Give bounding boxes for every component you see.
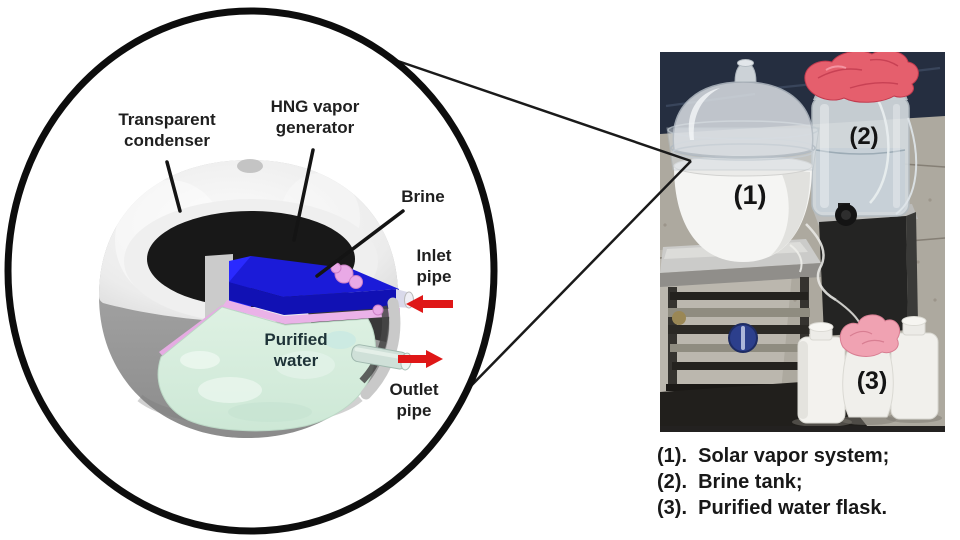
pink-connectors bbox=[330, 262, 384, 316]
label-purified-water: Purified water bbox=[264, 329, 327, 371]
flask-pink-cover bbox=[839, 314, 901, 357]
label-leader-lines bbox=[165, 148, 405, 278]
label-hng-vapor-generator: HNG vapor generator bbox=[271, 96, 360, 138]
brass-roller-end bbox=[672, 311, 686, 325]
legend-item-brine-tank: (2). Brine tank; bbox=[657, 471, 803, 493]
photo-marker-3: (3) bbox=[856, 367, 888, 395]
pink-cloth-cover bbox=[804, 52, 919, 103]
legend-item-purified-water-flask: (3). Purified water flask. bbox=[657, 497, 888, 519]
label-line: Transparent bbox=[118, 110, 216, 129]
label-line: condenser bbox=[124, 131, 210, 150]
label-line: Brine bbox=[401, 187, 445, 206]
label-line: Outlet bbox=[389, 380, 439, 399]
flow-arrows bbox=[398, 295, 453, 368]
purified-water-pool bbox=[157, 306, 376, 432]
hng-leader bbox=[292, 148, 315, 242]
label-outlet-pipe: Outlet pipe bbox=[389, 379, 438, 421]
label-line: Purified bbox=[264, 330, 328, 349]
purified-water-flask bbox=[839, 314, 901, 418]
brine-tank-jar bbox=[804, 52, 919, 226]
photo-marker-2: (2) bbox=[849, 123, 879, 150]
white-bottle-right bbox=[890, 316, 939, 420]
label-line: generator bbox=[275, 118, 355, 137]
label-inlet-pipe: Inlet pipe bbox=[417, 245, 452, 287]
label-line: pipe bbox=[396, 401, 432, 420]
outlet-arrow-icon bbox=[398, 350, 443, 368]
label-line: Inlet bbox=[416, 246, 452, 265]
magnified-schematic bbox=[4, 7, 498, 535]
photo-marker-1: (1) bbox=[733, 180, 767, 210]
legend-item-solar-vapor-system: (1). Solar vapor system; bbox=[657, 445, 890, 467]
glass-dome bbox=[672, 81, 814, 158]
photo-bottom-edge bbox=[660, 426, 945, 432]
device-cutaway bbox=[99, 159, 414, 438]
label-line: water bbox=[273, 351, 319, 370]
label-brine: Brine bbox=[401, 186, 444, 207]
apparatus-photo bbox=[660, 52, 945, 432]
condenser-leader bbox=[165, 160, 182, 213]
callout-line-bottom bbox=[466, 160, 692, 391]
inlet-arrow-icon bbox=[406, 295, 453, 313]
callout-line-top bbox=[388, 56, 692, 163]
label-transparent-condenser: Transparent condenser bbox=[118, 109, 215, 151]
label-line: HNG vapor bbox=[270, 97, 360, 116]
solar-vapor-jar bbox=[666, 59, 820, 262]
magnifier-callout-lines bbox=[388, 56, 692, 391]
white-bottle-left bbox=[797, 322, 846, 424]
tank-inner-tube bbox=[869, 99, 890, 204]
purified-water-bottles bbox=[792, 314, 942, 427]
brine-leader bbox=[315, 209, 405, 278]
label-line: pipe bbox=[416, 267, 452, 286]
